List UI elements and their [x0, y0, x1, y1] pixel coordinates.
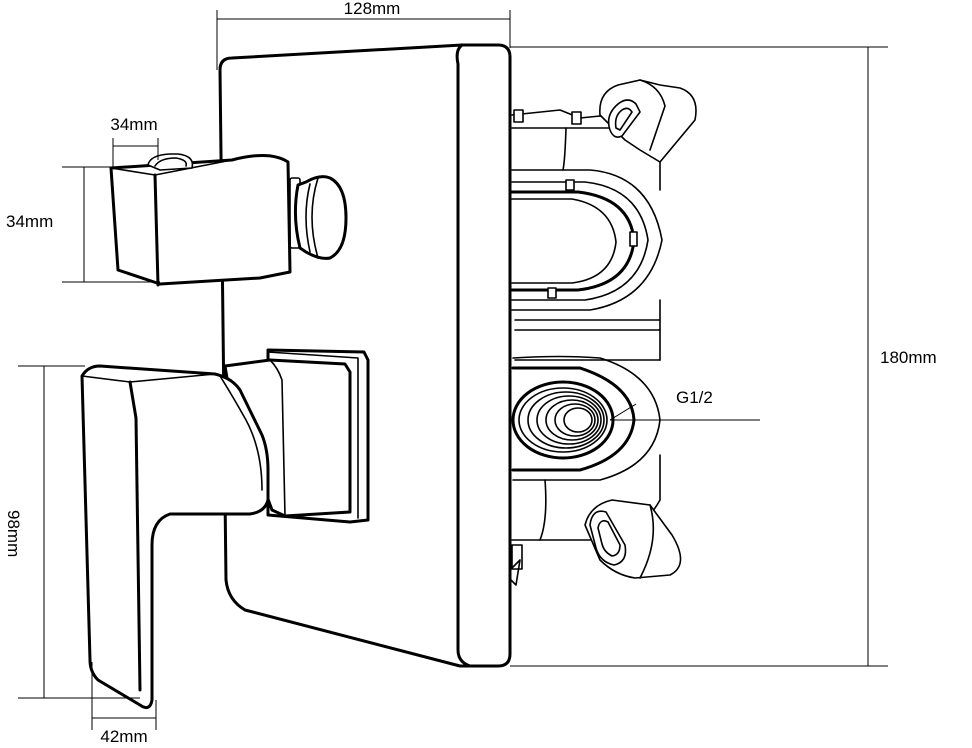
dimension-total-height: 180mm	[510, 46, 937, 667]
lower-mounting-lug	[584, 499, 682, 579]
dimension-label-handle-height: 98mm	[4, 510, 23, 557]
dimension-label-total-height: 180mm	[880, 348, 937, 367]
thread-callout: G1/2	[609, 388, 760, 421]
dimension-label-top-width: 128mm	[344, 0, 401, 18]
dimension-label-diverter-height: 34mm	[6, 212, 53, 231]
diverter-knob	[109, 153, 348, 287]
valve-body	[510, 79, 697, 586]
lever-handle	[80, 348, 370, 710]
dimension-diverter-width: 34mm	[110, 115, 159, 168]
dimension-label-diverter-width: 34mm	[110, 115, 157, 134]
dimension-diverter-height: 34mm	[6, 166, 160, 283]
dimension-top-width: 128mm	[216, 0, 511, 70]
upper-outlet-port	[510, 169, 663, 311]
dimension-handle-width: 42mm	[91, 662, 157, 746]
dimension-label-handle-width: 42mm	[100, 727, 147, 746]
upper-mounting-lug	[599, 79, 697, 163]
dimension-handle-height: 98mm	[4, 365, 140, 699]
thread-callout-label: G1/2	[676, 388, 713, 407]
threaded-port	[511, 355, 661, 481]
